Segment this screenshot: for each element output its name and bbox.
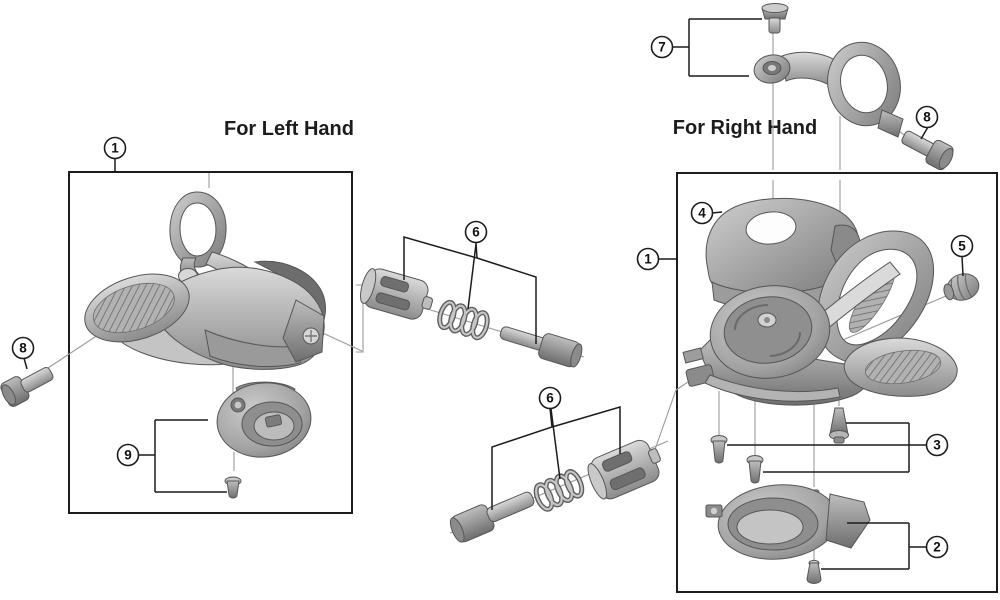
lower-paddle-grip-texture — [864, 349, 942, 385]
fixing-screw-1 — [710, 435, 728, 464]
callout-clamp-band: 7 — [650, 35, 674, 59]
callout-end-cap-label: 5 — [958, 239, 966, 254]
bracket-wing — [825, 493, 871, 549]
right-assembly-box — [676, 172, 998, 593]
callout-right-fixing-bolt: 8 — [915, 105, 939, 129]
callout-bracket-lines — [23, 18, 964, 570]
cable-guide-arm — [704, 374, 841, 402]
callout-right-bracket-unit-label: 2 — [933, 540, 941, 555]
callout-fixing-screws: 3 — [925, 433, 949, 457]
cable-unit-pin-right — [449, 491, 535, 543]
callout-left-bracket-unit-label: 9 — [124, 448, 132, 463]
left-bracket-unit — [216, 381, 312, 458]
left-fixing-bolt — [0, 366, 54, 407]
ratchet-unit — [709, 285, 831, 379]
cable-unit-barrel-right — [587, 439, 661, 500]
fixing-screw-3 — [829, 407, 849, 444]
cable-fixing-unit-left — [360, 268, 583, 368]
callout-upper-cover: 4 — [690, 201, 714, 225]
callout-cable-unit-left-label: 6 — [472, 225, 480, 240]
clamp-band-ring — [827, 41, 901, 127]
right-shifter-assembly — [682, 197, 958, 584]
cable-fixing-unit-right — [449, 439, 661, 543]
callout-left-bracket-unit: 9 — [116, 443, 140, 467]
cable-unit-pin-left — [499, 326, 583, 368]
callout-cable-unit-right: 6 — [538, 386, 562, 410]
left-body-end-cap — [282, 299, 325, 363]
lower-shift-paddle — [843, 337, 958, 397]
callout-end-cap: 5 — [950, 234, 974, 258]
callout-left-fixing-bolt: 8 — [11, 336, 35, 360]
left-shifter-assembly — [84, 191, 326, 499]
callout-right-unit-label: 1 — [644, 252, 652, 267]
cover-clamp-hole — [745, 211, 797, 245]
fixing-screw-2 — [746, 455, 764, 484]
callout-cable-unit-right-label: 6 — [546, 391, 554, 406]
right-bracket-screw — [806, 559, 822, 584]
left-main-body — [151, 266, 325, 370]
callout-clamp-band-label: 7 — [658, 40, 666, 55]
left-paddle-grip-texture — [92, 282, 175, 333]
right-clamp-band — [753, 3, 904, 138]
right-fixing-screws — [710, 407, 849, 484]
left-release-paddle — [84, 273, 190, 343]
right-fixing-bolt — [901, 130, 954, 171]
callout-right-fixing-bolt-label: 8 — [923, 110, 931, 125]
clamp-band-bolt — [761, 3, 789, 34]
callout-right-unit: 1 — [636, 247, 660, 271]
right-section-title: For Right Hand — [673, 117, 817, 139]
callout-upper-cover-label: 4 — [698, 206, 706, 221]
callouts: 1 8 9 6 6 1 7 8 — [11, 35, 974, 559]
callout-right-bracket-unit: 2 — [925, 535, 949, 559]
callout-fixing-screws-label: 3 — [933, 438, 941, 453]
cable-unit-barrel-left — [360, 268, 434, 320]
left-section-title: For Left Hand — [224, 118, 354, 140]
callout-left-fixing-bolt-label: 8 — [19, 341, 27, 356]
clamp-band-slot — [877, 109, 904, 138]
right-bracket-unit — [705, 484, 871, 560]
right-mechanism — [682, 230, 958, 406]
left-assembly-box — [68, 171, 353, 514]
callout-left-unit: 1 — [103, 136, 127, 160]
cable-unit-spring-left — [437, 299, 490, 341]
callout-cable-unit-left: 6 — [464, 220, 488, 244]
left-bracket-screw — [224, 476, 242, 499]
right-end-cap — [943, 273, 980, 301]
callout-left-unit-label: 1 — [111, 141, 119, 156]
